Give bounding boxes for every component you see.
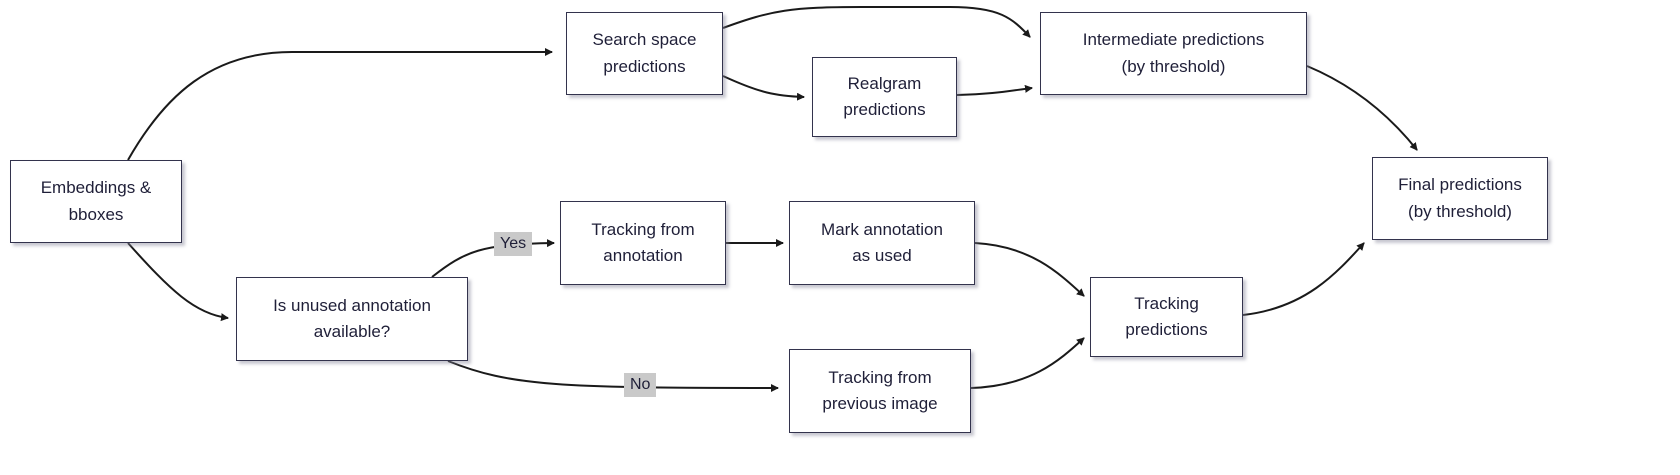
edge-label-no: No	[624, 373, 657, 397]
node-embeddings-bboxes: Embeddings & bboxes	[10, 160, 182, 243]
edge-is-unused-no-to-tracking-previous	[447, 360, 779, 392]
node-label-mark-annotation-as-used: Mark annotation as used	[821, 219, 943, 265]
node-label-embeddings-bboxes: Embeddings & bboxes	[40, 178, 152, 224]
node-tracking-from-previous-image: Tracking from previous image	[789, 349, 971, 433]
node-label-realgram-predictions: Realgram predictions	[843, 73, 926, 119]
edge-search-space-to-intermediate	[722, 6, 1031, 38]
node-label-tracking-from-annotation: Tracking from annotation	[591, 219, 695, 265]
node-intermediate-predictions: Intermediate predictions (by threshold)	[1040, 12, 1307, 95]
node-label-tracking-predictions: Tracking predictions	[1125, 293, 1208, 339]
edge-is-unused-yes-to-tracking-annotation	[431, 239, 555, 278]
node-label-is-unused-annotation-available: Is unused annotation available?	[273, 295, 431, 341]
node-search-space-predictions: Search space predictions	[566, 12, 723, 95]
node-realgram-predictions: Realgram predictions	[812, 57, 957, 137]
node-label-tracking-from-previous-image: Tracking from previous image	[822, 367, 938, 413]
node-label-intermediate-predictions: Intermediate predictions (by threshold)	[1082, 30, 1265, 76]
node-tracking-from-annotation: Tracking from annotation	[560, 201, 726, 285]
edge-embeddings-to-is-unused	[127, 242, 229, 322]
edge-label-yes: Yes	[494, 232, 533, 256]
edge-realgram-to-intermediate	[956, 84, 1033, 96]
edge-embeddings-to-search-space	[127, 48, 553, 161]
node-mark-annotation-as-used: Mark annotation as used	[789, 201, 975, 285]
edge-tracking-previous-to-tracking-predictions	[970, 337, 1085, 389]
edge-intermediate-to-final	[1306, 65, 1418, 151]
edge-tracking-predictions-to-final	[1242, 242, 1365, 316]
node-label-final-predictions: Final predictions (by threshold)	[1398, 175, 1522, 221]
node-final-predictions: Final predictions (by threshold)	[1372, 157, 1548, 240]
edge-mark-annotation-to-tracking-predictions	[974, 242, 1085, 297]
edge-search-space-to-realgram	[722, 75, 805, 101]
node-is-unused-annotation-available: Is unused annotation available?	[236, 277, 468, 361]
node-label-search-space-predictions: Search space predictions	[592, 30, 697, 76]
node-tracking-predictions: Tracking predictions	[1090, 277, 1243, 357]
